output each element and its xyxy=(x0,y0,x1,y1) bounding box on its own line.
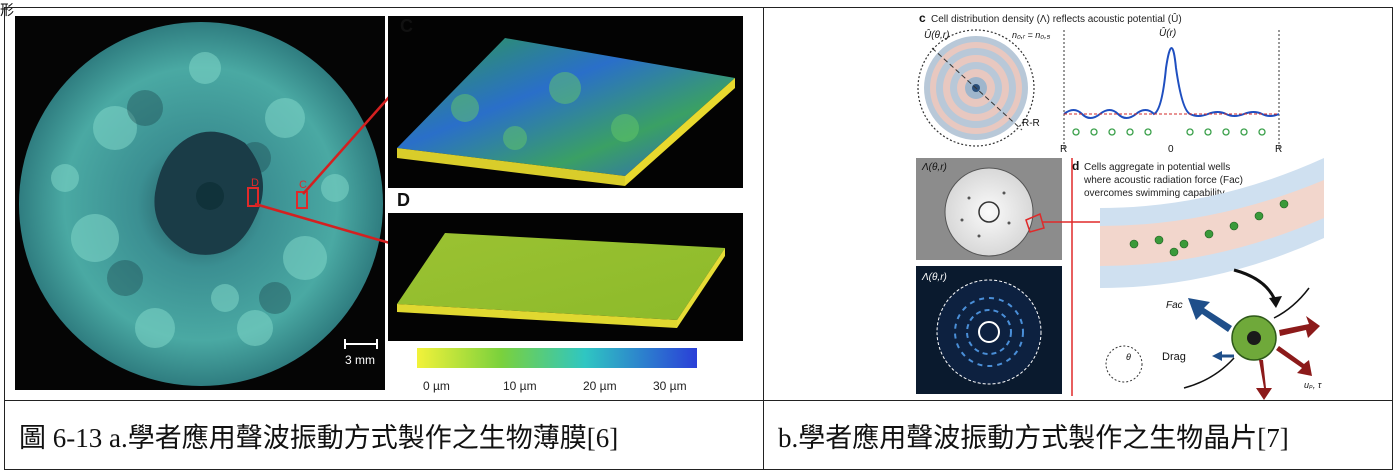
marker-label-c: C xyxy=(299,179,307,191)
region-marker xyxy=(1025,212,1045,233)
panel-c-label: C xyxy=(400,16,413,36)
colorbar-tick: 30 µm xyxy=(653,379,687,393)
arrow-to-d xyxy=(254,202,408,250)
drag-label: Drag xyxy=(1162,351,1186,363)
c-title: Cell distribution density (Λ) reflects a… xyxy=(931,12,1182,25)
panel-d-label: D xyxy=(397,190,410,210)
d-text-line: where acoustic radiation force (Fac) xyxy=(1083,175,1243,186)
potential-profile xyxy=(1063,47,1280,119)
colorbar-tick: 10 µm xyxy=(503,379,537,393)
figure-a-image: D C 3 mm xyxy=(15,16,743,393)
n-eq-label: n₀,ᵣ = n₀,₅ xyxy=(1012,30,1051,40)
u-theta-r-label: Û(θ,r) xyxy=(924,28,949,41)
axis-tick: R xyxy=(1060,144,1067,155)
u-r-label: Û(r) xyxy=(1159,26,1176,39)
d-text-line: Cells aggregate in potential wells xyxy=(1084,162,1230,173)
rr-label: R-R xyxy=(1022,118,1040,129)
force-arrow xyxy=(1188,298,1232,332)
colorbar-tick: 0 µm xyxy=(423,379,450,393)
axis-legend-icon xyxy=(1105,345,1143,383)
axis-tick: 0 xyxy=(1168,144,1174,155)
lambda-label-2: Λ(θ,r) xyxy=(921,272,947,283)
colorbar-tick: 20 µm xyxy=(583,379,617,393)
figure-table: D C 3 mm xyxy=(4,7,1393,470)
lambda-label-1: Λ(θ,r) xyxy=(921,162,947,173)
d-text-line: overcomes swimming capability xyxy=(1084,188,1225,199)
axis-tick: R xyxy=(1275,144,1282,155)
theta-label: θ xyxy=(1126,352,1131,362)
scale-bar-label: 3 mm xyxy=(345,353,375,367)
caption-left: 圖 6-13 a.學者應用聲波振動方式製作之生物薄膜[6] xyxy=(4,400,764,470)
marker-label-d: D xyxy=(251,177,259,189)
figure-b-image: c Cell distribution density (Λ) reflects… xyxy=(916,11,1324,400)
figure-b-cell: c Cell distribution density (Λ) reflects… xyxy=(763,7,1393,401)
c-letter: c xyxy=(919,11,926,25)
u-tau-label: uₚ, τ xyxy=(1304,380,1322,390)
colorbar xyxy=(417,348,697,368)
figure-a-cell: D C 3 mm xyxy=(4,7,764,401)
marker-box-c xyxy=(296,191,308,209)
caption-right: b.學者應用聲波振動方式製作之生物晶片[7] xyxy=(763,400,1393,470)
concentric-disc xyxy=(917,29,1035,147)
d-letter: d xyxy=(1072,159,1079,173)
marker-box-d xyxy=(247,187,259,207)
fac-label: Fac xyxy=(1166,300,1183,311)
